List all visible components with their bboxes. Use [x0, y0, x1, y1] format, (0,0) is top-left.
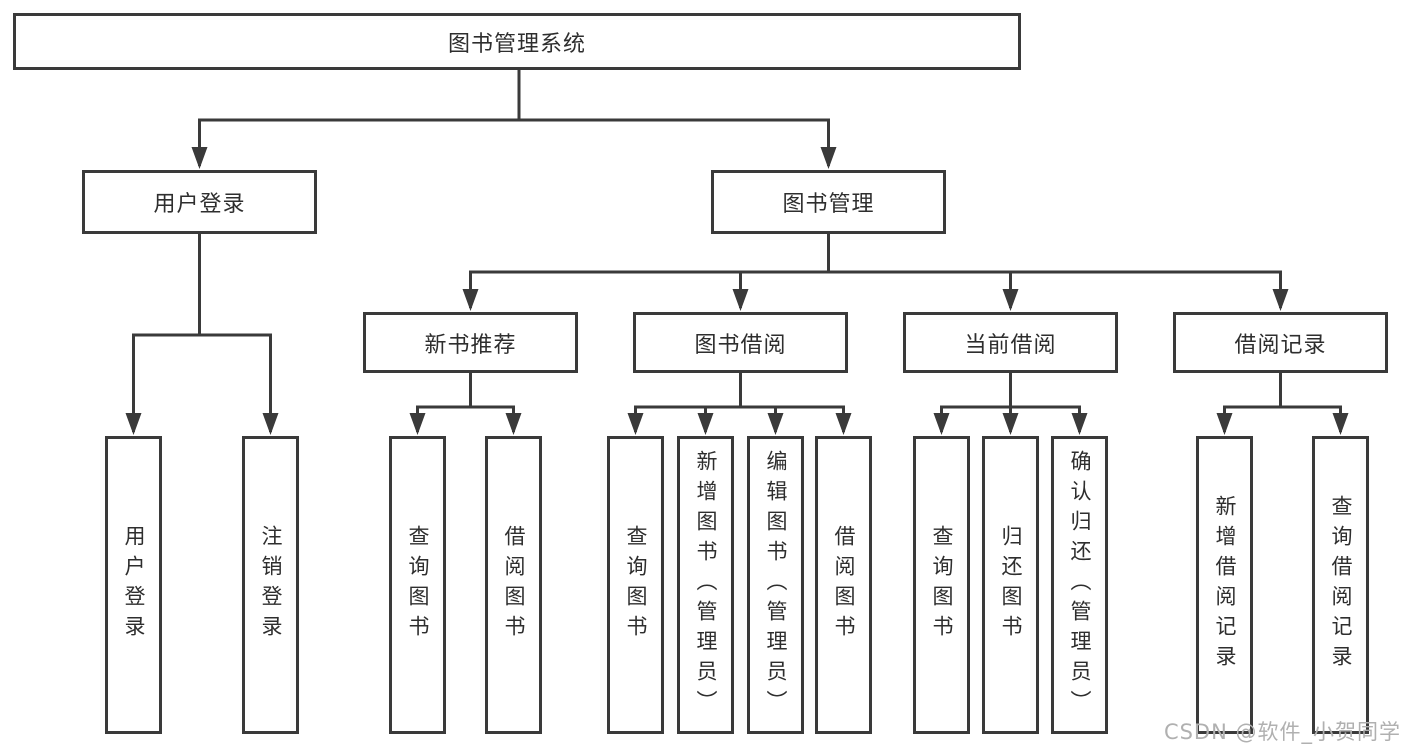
leaf-borrow-books: 借阅图书 [815, 436, 872, 734]
node-borrow-records: 借阅记录 [1173, 312, 1388, 373]
arrowheads [125, 147, 1349, 435]
connector-root-to-level2 [198, 70, 830, 166]
leaf-edit-books-admin: 编辑图书（管理员） [747, 436, 804, 734]
node-label: 图书管理 [782, 192, 875, 217]
connector-borrow-to-leaves [634, 373, 845, 432]
node-label: 新增图书（管理员） [694, 450, 718, 720]
node-label: 确认归还（管理员） [1068, 450, 1092, 720]
node-user-login: 用户登录 [82, 170, 317, 234]
connector-recommend-to-leaves [416, 373, 515, 432]
node-root-library-system: 图书管理系统 [13, 13, 1021, 70]
node-book-management: 图书管理 [711, 170, 946, 234]
leaf-recommend-borrow-books: 借阅图书 [485, 436, 542, 734]
leaf-confirm-return-admin: 确认归还（管理员） [1051, 436, 1108, 734]
leaf-user-login: 用户登录 [105, 436, 162, 734]
node-current-borrow: 当前借阅 [903, 312, 1118, 373]
leaf-add-borrow-record: 新增借阅记录 [1196, 436, 1253, 734]
leaf-add-books-admin: 新增图书（管理员） [677, 436, 734, 734]
node-label: 当前借阅 [964, 332, 1057, 358]
connector-bookmgmt-to-level3 [469, 234, 1282, 308]
node-book-borrow: 图书借阅 [633, 312, 848, 373]
leaf-return-books: 归还图书 [982, 436, 1039, 734]
node-label: 查询图书 [930, 525, 954, 645]
watermark: CSDN @软件_小贺同学 [1163, 720, 1401, 744]
node-label: 借阅图书 [832, 525, 856, 645]
leaf-borrow-query-books: 查询图书 [607, 436, 664, 734]
node-label: 借阅记录 [1234, 332, 1327, 358]
node-label: 注销登录 [259, 525, 283, 645]
node-label: 图书管理系统 [447, 31, 586, 57]
connector-records-to-leaves [1223, 373, 1342, 432]
leaf-query-borrow-record: 查询借阅记录 [1312, 436, 1369, 734]
connector-userlogin-to-leaves [132, 234, 272, 432]
node-label: 用户登录 [153, 192, 246, 217]
node-label: 用户登录 [122, 525, 146, 645]
node-label: 图书借阅 [694, 332, 787, 358]
node-new-book-recommend: 新书推荐 [363, 312, 578, 373]
leaf-recommend-query-books: 查询图书 [389, 436, 446, 734]
leaf-logout: 注销登录 [242, 436, 299, 734]
node-label: 查询图书 [624, 525, 648, 645]
node-label: 查询借阅记录 [1329, 495, 1353, 675]
node-label: 新书推荐 [424, 332, 517, 358]
node-label: 查询图书 [406, 525, 430, 645]
node-label: 归还图书 [999, 525, 1023, 645]
node-label: 新增借阅记录 [1213, 495, 1237, 675]
node-label: 借阅图书 [502, 525, 526, 645]
leaf-current-query-books: 查询图书 [913, 436, 970, 734]
node-label: 编辑图书（管理员） [764, 450, 788, 720]
